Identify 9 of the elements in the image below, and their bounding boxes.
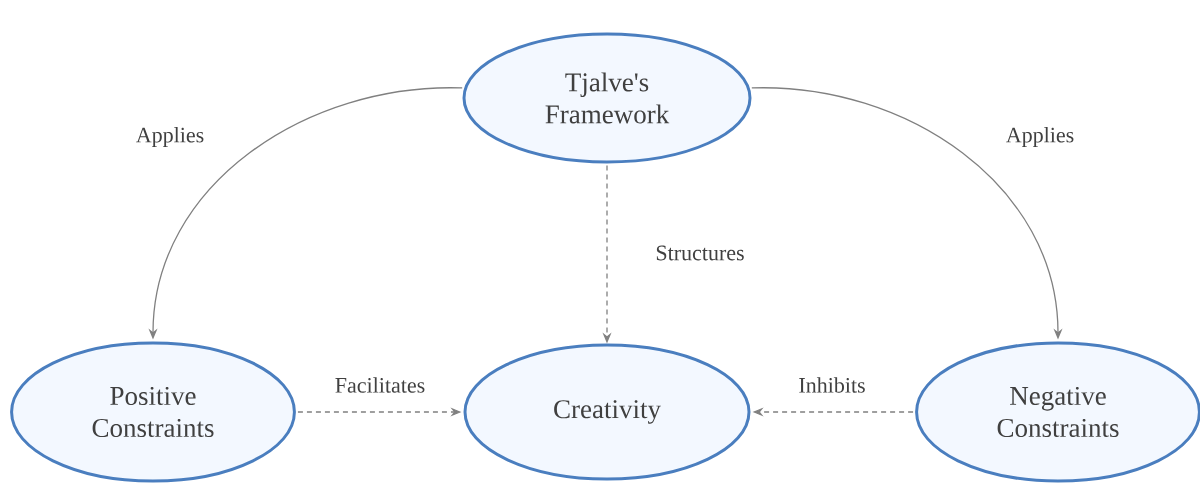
ellipse-node: Negative Constraints [915, 341, 1200, 483]
ellipse-node: Creativity [463, 343, 751, 481]
edge-label: Facilitates [332, 375, 428, 395]
edge-label: Inhibits [796, 375, 868, 395]
edge-label: Applies [1003, 125, 1077, 149]
edge-label: Applies [133, 125, 207, 149]
edge-label: Structures [653, 243, 747, 263]
ellipse-node: Positive Constraints [10, 341, 296, 483]
ellipse-node: Tjalve's Framework [462, 32, 752, 164]
